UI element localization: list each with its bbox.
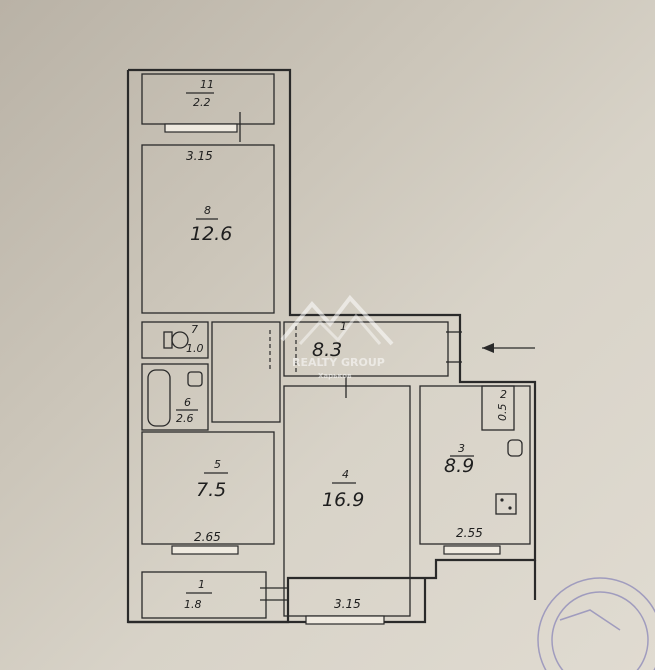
- room-3-outline: [419, 385, 531, 545]
- dimension-room-3: 2.55: [456, 526, 483, 540]
- room-7-outline: [141, 321, 209, 359]
- dimension-room-4: 3.15: [334, 597, 361, 611]
- room-6-number: 6: [184, 396, 191, 409]
- bathtub-icon: [147, 369, 171, 427]
- room-hall-outline: [283, 321, 449, 377]
- room-1-outline: [141, 571, 267, 619]
- watermark-text: REALTY GROUP: [292, 356, 385, 369]
- window-room-3: [443, 545, 501, 555]
- room-8-outline: [141, 144, 275, 314]
- stove-burner-icon: [500, 498, 504, 502]
- room-2-outline: [481, 385, 515, 431]
- room-1-number: 1: [198, 578, 205, 591]
- room-8-number: 8: [204, 204, 211, 217]
- window-room-4: [305, 615, 385, 625]
- room-hall-number: 1: [340, 320, 347, 333]
- watermark-logo: [280, 294, 394, 346]
- room-2-number: 2: [500, 388, 507, 401]
- room-7-number: 7: [191, 323, 198, 336]
- room-4-area: 16.9: [322, 489, 364, 511]
- room-1-area: 1.8: [184, 598, 202, 611]
- stamp-seal: [537, 577, 655, 670]
- sink-icon: [187, 371, 203, 387]
- toilet-tank-icon: [163, 331, 173, 349]
- room-3-area: 8.9: [444, 455, 474, 477]
- room-5-area: 7.5: [196, 479, 226, 501]
- entrance-arrow-head: [482, 343, 494, 353]
- window-balcony: [164, 123, 238, 133]
- room-6-area: 2.6: [176, 412, 194, 425]
- dimension-room-5: 2.65: [194, 530, 221, 544]
- room-11-area: 2.2: [193, 96, 211, 109]
- room-8-area: 12.6: [190, 223, 232, 245]
- room-3-number: 3: [458, 442, 465, 455]
- kitchen-sink-icon: [507, 439, 523, 457]
- room-hall-area: 8.3: [312, 339, 342, 361]
- room-5-outline: [141, 431, 275, 545]
- stove-icon: [495, 493, 517, 515]
- corridor-outline: [211, 321, 281, 423]
- window-room-5: [171, 545, 239, 555]
- room-5-number: 5: [214, 458, 221, 471]
- room-6-outline: [141, 363, 209, 431]
- stove-burner-icon: [508, 506, 512, 510]
- watermark-subtext: Харьков: [318, 372, 352, 380]
- room-11-number: 11: [200, 78, 214, 91]
- room-4-number: 4: [342, 468, 349, 481]
- room-7-area: 1.0: [186, 342, 204, 355]
- dimension-room-8: 3.15: [186, 149, 213, 163]
- room-2-area: 0.5: [496, 404, 509, 422]
